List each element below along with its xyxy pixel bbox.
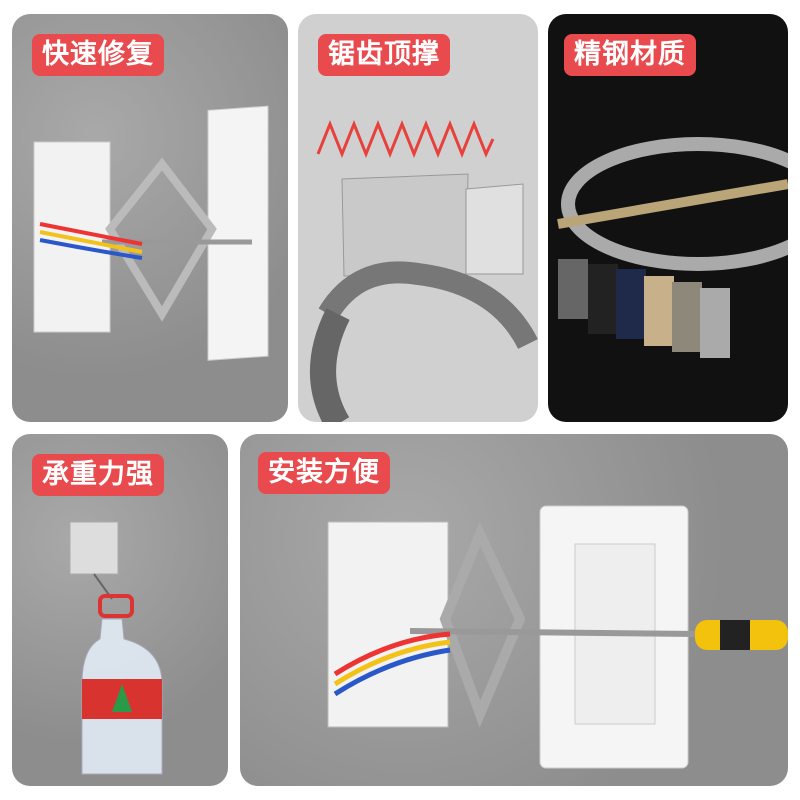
panel-load-bearing: 承重力强 [12, 434, 228, 786]
feature-label: 承重力强 [32, 454, 164, 496]
feature-label: 精钢材质 [564, 34, 696, 76]
serrated-teeth-illustration [310, 119, 538, 422]
box-repair-illustration [33, 105, 269, 361]
water-bottle-illustration [69, 521, 163, 775]
steel-layers-illustration [557, 137, 788, 358]
feature-label: 安装方便 [258, 452, 390, 494]
panel-serrated-support: 锯齿顶撑 [298, 14, 538, 422]
panel-steel-material: 精钢材质 [548, 14, 788, 422]
panel-quick-repair: 快速修复 [12, 14, 288, 422]
panel-easy-install: 安装方便 [240, 434, 788, 786]
installation-illustration [327, 505, 788, 769]
feature-label: 快速修复 [32, 34, 164, 76]
feature-label: 锯齿顶撑 [318, 34, 450, 76]
